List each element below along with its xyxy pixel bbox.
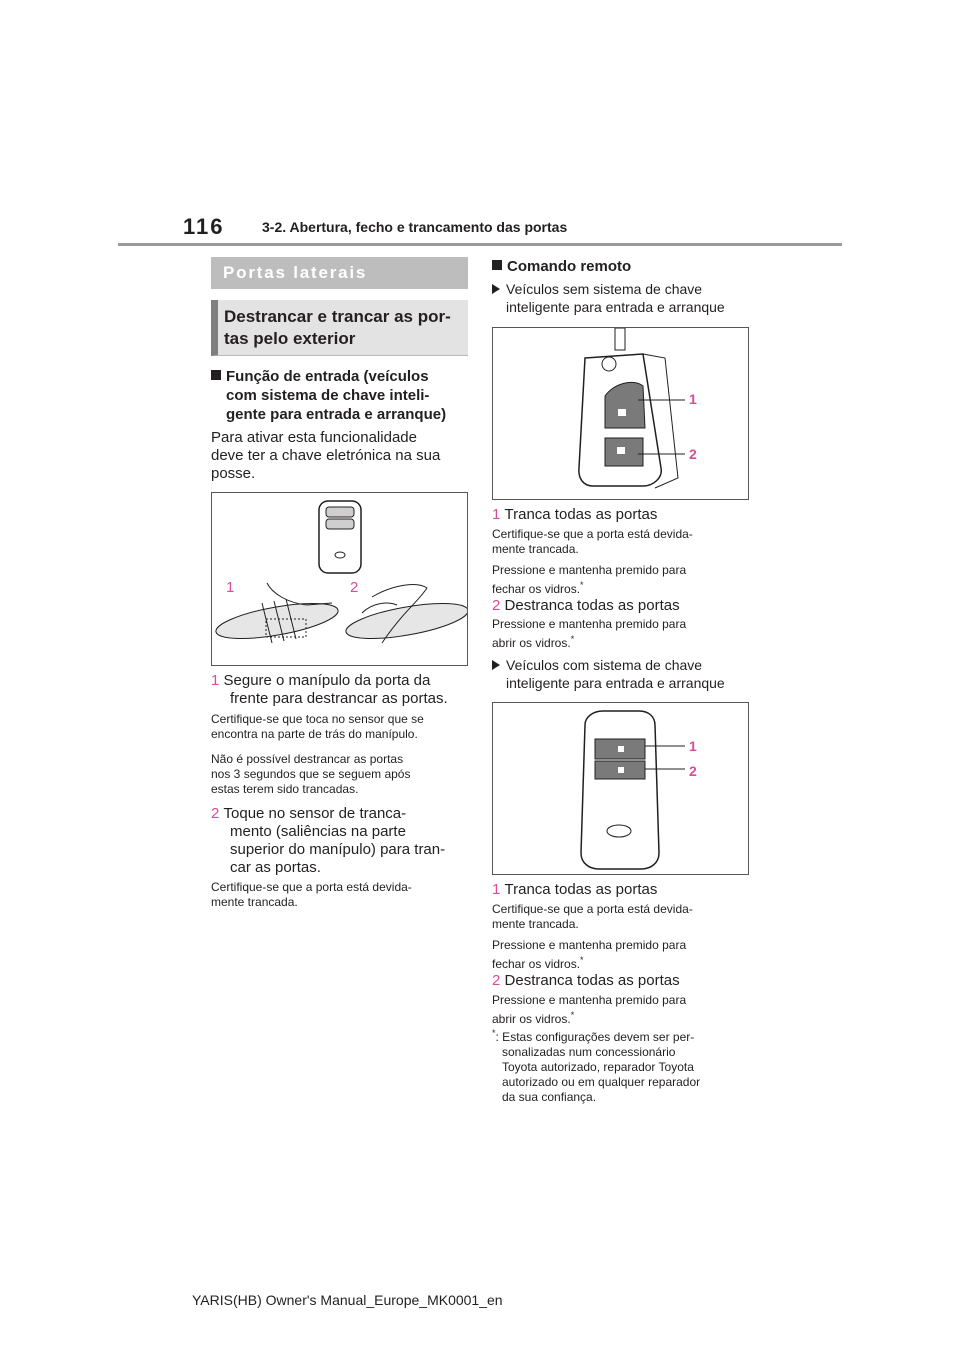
- subsection-heading: Destrancar e trancar as por-tas pelo ext…: [224, 307, 451, 348]
- folding-key-illustration: [578, 327, 685, 489]
- a-step-1-note: Certifique-se que a porta está devida-me…: [492, 527, 693, 556]
- header-rule: [118, 243, 842, 246]
- section-heading: Portas laterais: [223, 263, 368, 282]
- square-bullet-icon: [492, 260, 502, 270]
- square-bullet-icon: [211, 370, 221, 380]
- door-handle-illustration: [215, 500, 469, 644]
- figure-label-1: 1: [226, 579, 235, 596]
- figure-a-label-2: 2: [689, 446, 697, 462]
- remote-heading: Comando remoto: [492, 257, 631, 276]
- b-step-2: 2 Destranca todas as portas: [492, 972, 680, 989]
- figure-b-label-1: 1: [689, 738, 697, 754]
- a-step-2: 2 Destranca todas as portas: [492, 597, 680, 614]
- step-1: 1 Segure o manípulo da porta da frente p…: [211, 672, 448, 707]
- case-a-heading: Veículos sem sistema de chave inteligent…: [492, 280, 725, 316]
- figure-label-2: 2: [350, 579, 359, 596]
- key-figure-a: 1 2: [492, 327, 749, 500]
- entry-function-heading: Função de entrada (veículos com sistema …: [211, 367, 446, 424]
- key-figure-b: 1 2: [492, 702, 749, 875]
- footnote: *: Estas configurações devem ser per- so…: [492, 1028, 701, 1104]
- case-b-heading: Veículos com sistema de chave inteligent…: [492, 656, 725, 692]
- step-2: 2 Toque no sensor de tranca- mento (sali…: [211, 805, 446, 876]
- b-step-1-note: Certifique-se que a porta está devida-me…: [492, 902, 693, 931]
- section-title: 3-2. Abertura, fecho e trancamento das p…: [262, 219, 568, 235]
- figure-a-label-1: 1: [689, 391, 697, 407]
- triangle-bullet-icon: [492, 660, 500, 670]
- door-handle-figure: 1 2: [211, 492, 469, 666]
- smart-key-illustration: [580, 710, 685, 870]
- b-step-1: 1 Tranca todas as portas: [492, 881, 658, 898]
- section-heading-box: Portas laterais: [211, 257, 468, 289]
- page-number: 116: [183, 214, 225, 239]
- footer-text: YARIS(HB) Owner's Manual_Europe_MK0001_e…: [192, 1292, 503, 1308]
- subsection-heading-box: Destrancar e trancar as por-tas pelo ext…: [211, 300, 468, 356]
- figure-b-label-2: 2: [689, 763, 697, 779]
- step-2-note: Certifique-se que a porta está devida-me…: [211, 880, 412, 909]
- a-step-1: 1 Tranca todas as portas: [492, 506, 658, 523]
- triangle-bullet-icon: [492, 284, 500, 294]
